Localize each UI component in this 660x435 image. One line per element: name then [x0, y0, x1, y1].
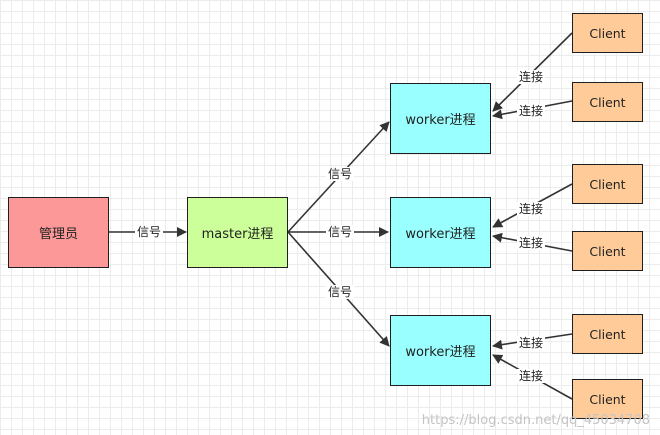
- client-node-5: Client: [572, 314, 643, 354]
- worker-process-node-1: worker进程: [390, 83, 491, 154]
- edge-label-client-5: 连接: [517, 336, 546, 350]
- admin-node: 管理员: [8, 197, 109, 268]
- client-node-6: Client: [572, 379, 643, 419]
- edge-label-admin-master: 信号: [135, 225, 164, 239]
- client-node-3: Client: [572, 164, 643, 204]
- client-node-1: Client: [572, 13, 643, 53]
- worker-process-node-3: worker进程: [390, 315, 491, 386]
- edge-label-client-2: 连接: [517, 104, 546, 118]
- edge-label-client-1: 连接: [517, 70, 546, 84]
- edge-label-master-worker-2: 信号: [326, 225, 355, 239]
- client-node-4: Client: [572, 231, 643, 271]
- client-node-2: Client: [572, 82, 643, 122]
- edge-label-master-worker-1: 信号: [326, 167, 355, 181]
- master-process-node: master进程: [187, 197, 288, 268]
- edge-label-client-4: 连接: [517, 236, 546, 250]
- worker-process-node-2: worker进程: [390, 197, 491, 268]
- edge-label-master-worker-3: 信号: [326, 285, 355, 299]
- edge-label-client-6: 连接: [517, 369, 546, 383]
- watermark: https://blog.csdn.net/qq_45034708: [421, 413, 650, 428]
- edge-label-client-3: 连接: [517, 202, 546, 216]
